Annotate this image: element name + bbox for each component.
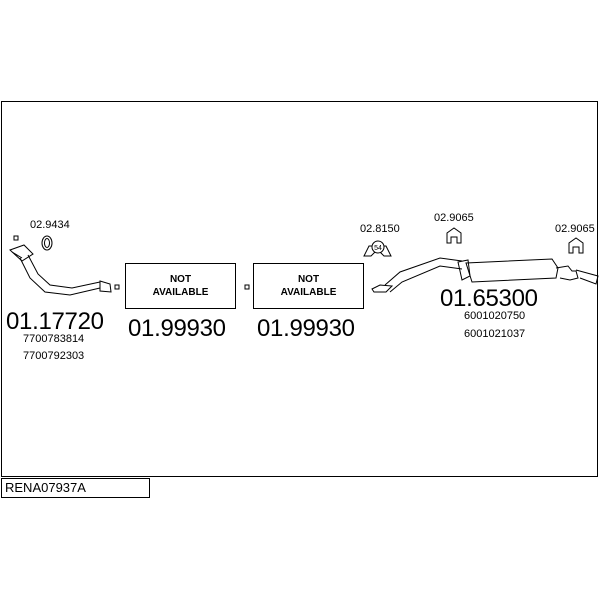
accessory-number: 02.9434 [30, 219, 70, 231]
oe-number: 6001020750 [464, 310, 526, 322]
connector-marker [244, 284, 250, 290]
part-number: 01.17720 [6, 308, 104, 335]
oe-number: 7700792303 [23, 350, 85, 362]
rubber-hanger-icon [568, 237, 584, 254]
accessory-number: 02.9065 [555, 223, 595, 235]
gasket-size-badge: 54 [374, 245, 382, 252]
front-pipe-drawing [9, 235, 120, 296]
status-text: AVAILABLE [280, 287, 337, 298]
oe-number: 7700783814 [23, 333, 85, 345]
document-code-box: RENA07937A [1, 478, 150, 498]
rubber-hanger-icon [446, 227, 462, 244]
accessory-number: 02.9065 [434, 212, 474, 224]
not-available-box: NOT AVAILABLE [253, 263, 364, 309]
part-number: 01.65300 [440, 285, 538, 312]
diagram-frame [1, 101, 598, 477]
accessory-number: 02.8150 [360, 223, 400, 235]
status-text: AVAILABLE [152, 287, 209, 298]
ring-clamp-icon [41, 235, 53, 251]
part-number: 01.99930 [128, 315, 226, 342]
gasket-icon: 54 [363, 240, 392, 257]
not-available-box: NOT AVAILABLE [125, 263, 236, 309]
part-number: 01.99930 [257, 315, 355, 342]
status-text: NOT [169, 274, 192, 285]
status-text: NOT [297, 274, 320, 285]
oe-number: 6001021037 [464, 328, 526, 340]
document-code: RENA07937A [5, 480, 86, 495]
